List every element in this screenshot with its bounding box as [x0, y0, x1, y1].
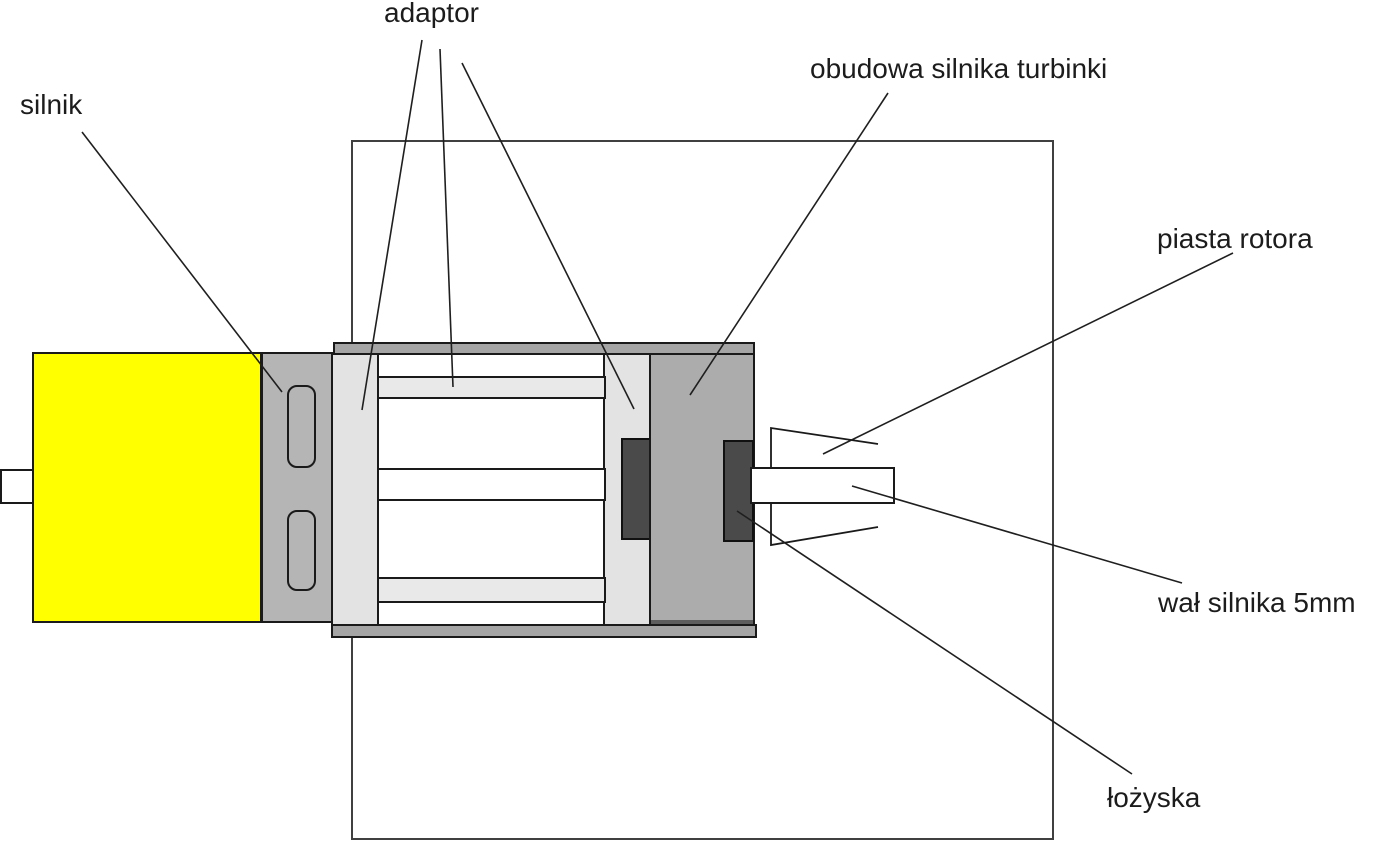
label-adaptor: adaptor	[384, 0, 479, 28]
frame-top-bar	[333, 342, 755, 355]
inner-bearing	[621, 438, 651, 540]
leader-line-silnik	[81, 131, 283, 393]
leader-line-obudowa	[689, 92, 889, 396]
motor-shaft-5mm	[750, 467, 895, 504]
adapter-slot-bottom	[287, 510, 316, 591]
leader-line-lozyska	[736, 510, 1133, 775]
leader-line-adaptor-2	[439, 48, 454, 388]
leader-lines	[81, 39, 1234, 775]
adapter-slot-top	[287, 385, 316, 468]
label-piasta-rotora: piasta rotora	[1157, 223, 1313, 254]
front-end-plate	[331, 352, 379, 627]
label-obudowa-silnika-turbinki: obudowa silnika turbinki	[810, 53, 1108, 84]
leader-line-piasta	[822, 252, 1234, 455]
adapter-plate	[261, 352, 334, 623]
internal-shaft	[377, 468, 606, 501]
leader-line-wal	[851, 485, 1183, 584]
label-silnik: silnik	[20, 89, 83, 120]
motor-rear-shaft-stub	[0, 469, 34, 504]
label-lozyska: łożyska	[1107, 782, 1201, 813]
outer-bearing	[723, 440, 754, 542]
label-wal-silnika-5mm: wał silnika 5mm	[1158, 587, 1356, 618]
housing-bottom-strip	[651, 620, 753, 626]
frame-bottom-bar	[331, 624, 757, 638]
leader-line-adaptor-1	[361, 39, 423, 411]
leader-line-adaptor-3	[461, 62, 635, 410]
motor-body	[32, 352, 262, 623]
spacer-bar-bottom	[377, 577, 606, 603]
spacer-bar-top	[377, 376, 606, 399]
